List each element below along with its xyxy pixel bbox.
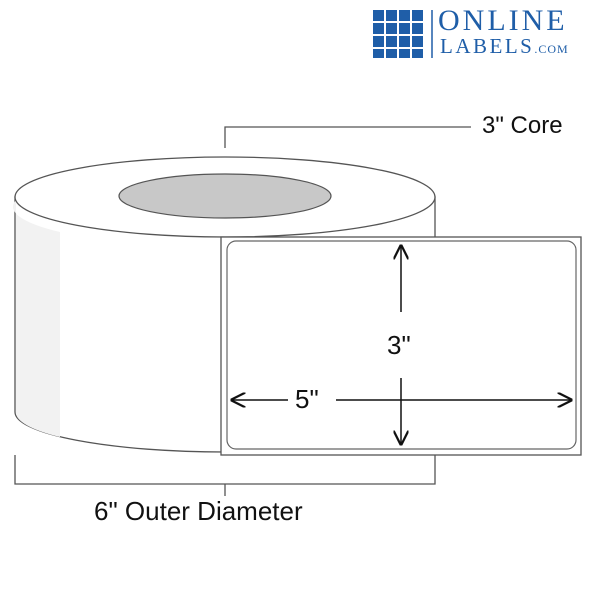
core-dimension-bracket [224,126,471,148]
logo-suffix-com: .COM [534,42,569,56]
outer-diameter-bracket [14,455,436,485]
outer-diameter-label: 6" Outer Diameter [94,496,303,526]
label-die-cut [226,240,577,450]
label-width-label: 5" [295,384,319,414]
roll-core [118,173,332,219]
core-size-label: 3" Core [482,112,563,139]
roll-shading [12,200,60,437]
logo-word-online: ONLINE [438,4,568,37]
logo-word-labels-text: LABELS [440,34,535,58]
logo-word-labels: LABELS.COM [440,34,569,59]
label-height-label: 3" [387,330,411,360]
